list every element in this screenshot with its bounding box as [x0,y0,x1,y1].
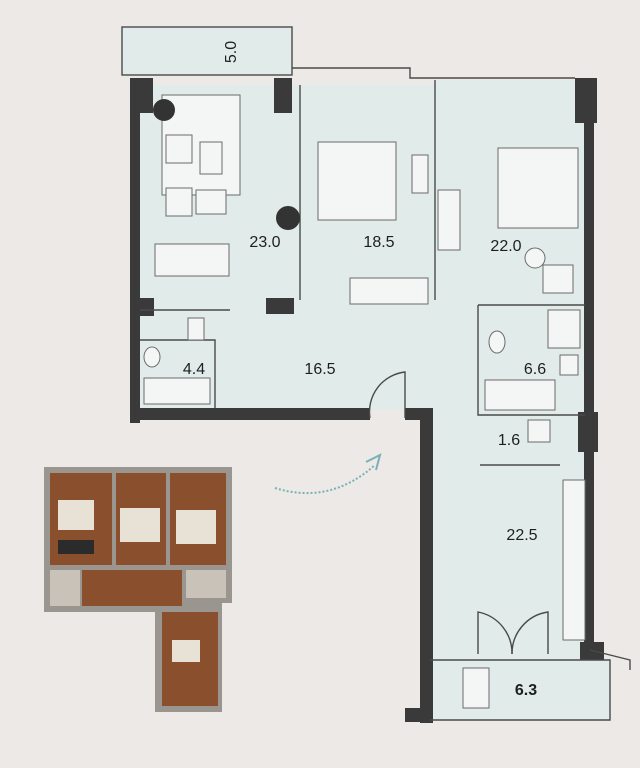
plant-2 [276,206,300,230]
side-table-2 [195,189,227,215]
bathroom-2-area: 6.6 [524,361,546,378]
bathroom-1-area: 4.4 [183,361,205,378]
bedroom-1-area: 18.5 [363,234,394,251]
bedroom-2-area: 22.0 [490,238,521,255]
interior-walls [121,26,631,721]
thumb-bed-2 [176,510,216,544]
washer [527,419,551,443]
dresser [411,154,429,194]
thumb-dining [58,540,94,554]
sink [143,346,161,368]
plant [153,99,175,121]
kitchen-area: 22.5 [506,527,537,544]
kitchen-counter [562,479,586,641]
hall-area: 16.5 [304,361,335,378]
bed-2 [497,147,579,229]
arrow-head-icon [365,453,382,471]
bathtub-2 [484,379,556,411]
side-table [165,187,193,217]
thumb-sofa [58,500,94,530]
wardrobe [349,277,429,305]
balcony-top-floor [122,27,292,75]
furniture [143,94,586,709]
shower [547,309,581,349]
storage-area: 1.6 [498,432,520,449]
closet [437,189,461,251]
thumb-kitchen-table [172,640,200,662]
living-room-area: 23.0 [249,234,280,251]
dining-table [154,243,230,277]
balcony-furniture [462,667,490,709]
bathtub [143,377,211,405]
entrance-arrow-icon [274,464,376,495]
thumb-bath [50,570,80,606]
area-labels: 5.0 23.0 18.5 22.0 4.4 16.5 6.6 1.6 22.5… [183,41,546,699]
coffee-table [199,141,223,175]
plan-thumbnail [44,467,232,712]
balcony-top-area: 5.0 [223,41,240,63]
chair [542,264,574,294]
doors [368,371,549,655]
room-floors [122,27,610,720]
sink-2 [488,330,506,354]
thumb-bath-2 [186,570,226,598]
thumb-hall [82,570,182,606]
toilet-2 [559,354,579,376]
walls [130,78,604,723]
bed [317,141,397,221]
thumb-bed [120,508,160,542]
round-table [524,247,546,269]
balcony-bottom-area: 6.3 [515,682,537,699]
toilet [187,317,205,341]
armchair [165,134,193,164]
balcony-bottom-floor [430,655,610,720]
